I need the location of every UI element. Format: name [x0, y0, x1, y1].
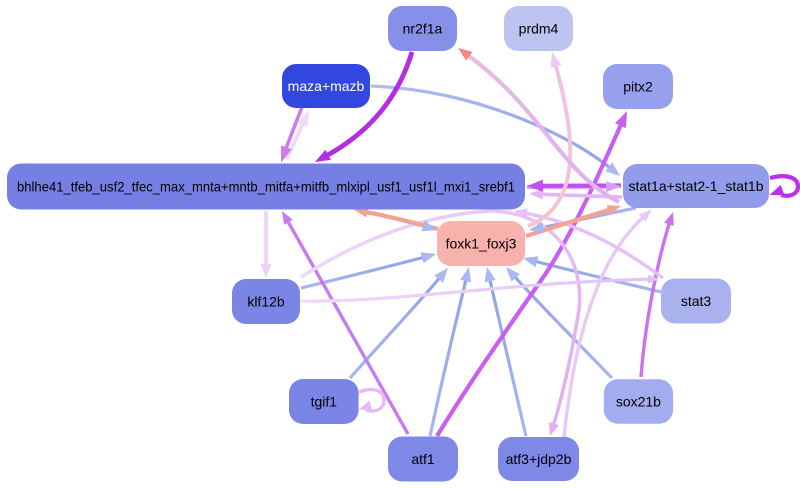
svg-text:maza+mazb: maza+mazb [288, 78, 365, 94]
svg-text:bhlhe41_tfeb_usf2_tfec_max_mnt: bhlhe41_tfeb_usf2_tfec_max_mnta+mntb_mit… [17, 179, 515, 195]
svg-text:pitx2: pitx2 [623, 79, 653, 95]
svg-text:stat1a+stat2-1_stat1b: stat1a+stat2-1_stat1b [628, 178, 763, 194]
svg-text:stat3: stat3 [681, 293, 712, 309]
svg-text:sox21b: sox21b [616, 394, 661, 410]
svg-text:foxk1_foxj3: foxk1_foxj3 [446, 236, 517, 252]
svg-text:atf1: atf1 [411, 451, 435, 467]
svg-text:nr2f1a: nr2f1a [403, 21, 443, 37]
svg-text:atf3+jdp2b: atf3+jdp2b [506, 451, 572, 467]
svg-text:tgif1: tgif1 [311, 394, 338, 410]
svg-text:klf12b: klf12b [247, 294, 285, 310]
svg-text:prdm4: prdm4 [519, 21, 559, 37]
